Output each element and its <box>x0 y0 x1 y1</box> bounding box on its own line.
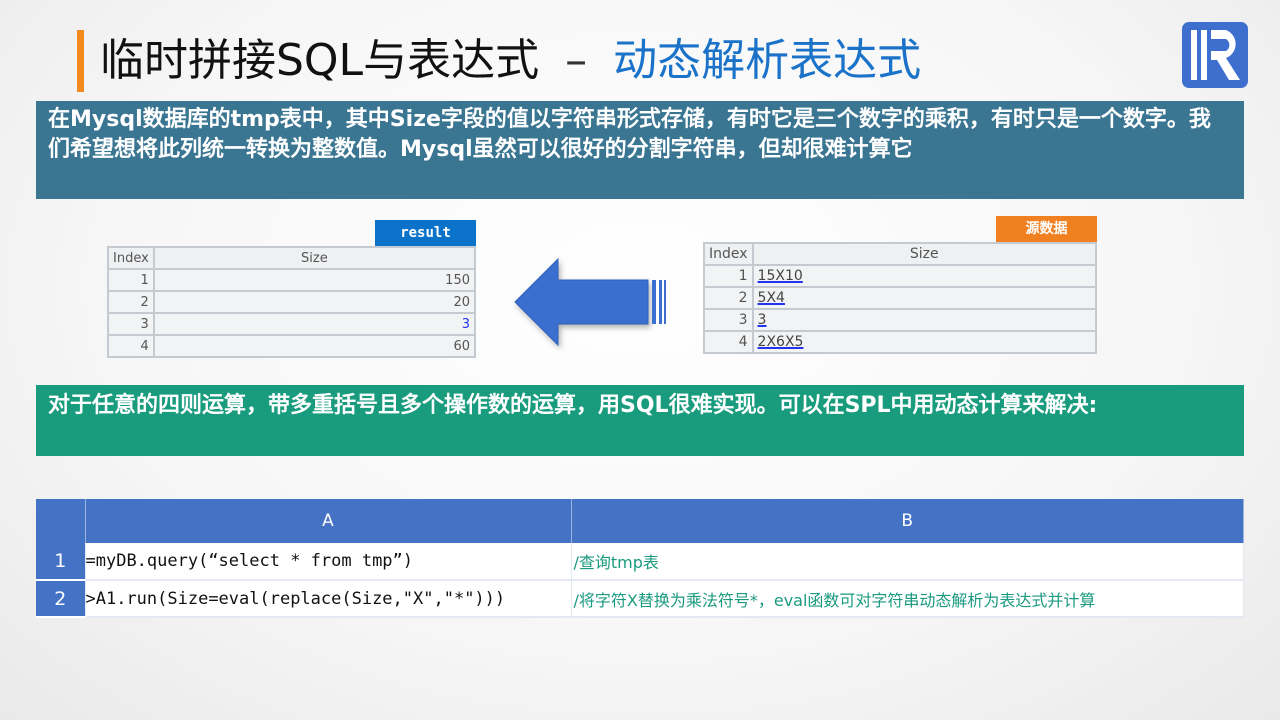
col-header-size: Size <box>751 242 1098 266</box>
source-tag: 源数据 <box>996 216 1097 242</box>
cell-b2[interactable]: /将字符X替换为乘法符号*，eval函数可对字符串动态解析为表达式并计算 <box>571 580 1244 618</box>
cell-a2[interactable]: >A1.run(Size=eval(replace(Size,"X","*"))… <box>85 580 572 618</box>
grid-row: 2 >A1.run(Size=eval(replace(Size,"X","*"… <box>36 580 1244 618</box>
grid-corner <box>36 499 86 543</box>
grid-row-number[interactable]: 1 <box>36 543 86 581</box>
grid-col-a[interactable]: A <box>85 499 572 543</box>
cell-size: 5X4 <box>757 290 785 306</box>
intro-box: 在Mysql数据库的tmp表中，其中Size字段的值以字符串形式存储，有时它是三… <box>36 101 1244 199</box>
cell-size: 3 <box>757 312 767 328</box>
grid-row-number[interactable]: 2 <box>36 580 86 618</box>
col-header-index: Index <box>107 246 155 270</box>
note-box: 对于任意的四则运算，带多重括号且多个操作数的运算，用SQL很难实现。可以在SPL… <box>36 385 1244 456</box>
cell-index: 1 <box>107 268 155 292</box>
title-sub: 动态解析表达式 <box>613 35 922 86</box>
col-header-index: Index <box>703 242 754 266</box>
cell-b1[interactable]: /查询tmp表 <box>571 543 1244 581</box>
result-tag: result <box>375 220 476 246</box>
page-title: 临时拼接SQL与表达式–动态解析表达式 <box>100 28 921 94</box>
cell-size: 2X6X5 <box>757 334 804 350</box>
title-accent-bar <box>77 30 84 92</box>
cell-index: 2 <box>107 290 155 314</box>
title-main: 临时拼接SQL与表达式 <box>100 35 540 86</box>
cell-index: 1 <box>703 264 754 288</box>
cell-size: 15X10 <box>757 268 803 284</box>
spl-grid: A B 1 =myDB.query(“select * from tmp”) /… <box>36 499 1244 618</box>
arrow-left-icon <box>514 257 666 347</box>
logo-icon <box>1182 22 1248 88</box>
cell-size: 20 <box>152 290 477 314</box>
grid-col-b[interactable]: B <box>571 499 1244 543</box>
cell-size: 3 <box>152 312 477 336</box>
cell-size: 60 <box>152 334 477 358</box>
grid-row: 1 =myDB.query(“select * from tmp”) /查询tm… <box>36 543 1244 581</box>
col-header-size: Size <box>152 246 477 270</box>
title-dash: – <box>565 35 588 86</box>
cell-index: 4 <box>107 334 155 358</box>
cell-a1[interactable]: =myDB.query(“select * from tmp”) <box>85 543 572 581</box>
cell-index: 2 <box>703 286 754 310</box>
cell-index: 3 <box>107 312 155 336</box>
cell-index: 3 <box>703 308 754 332</box>
cell-index: 4 <box>703 330 754 354</box>
cell-size: 150 <box>152 268 477 292</box>
